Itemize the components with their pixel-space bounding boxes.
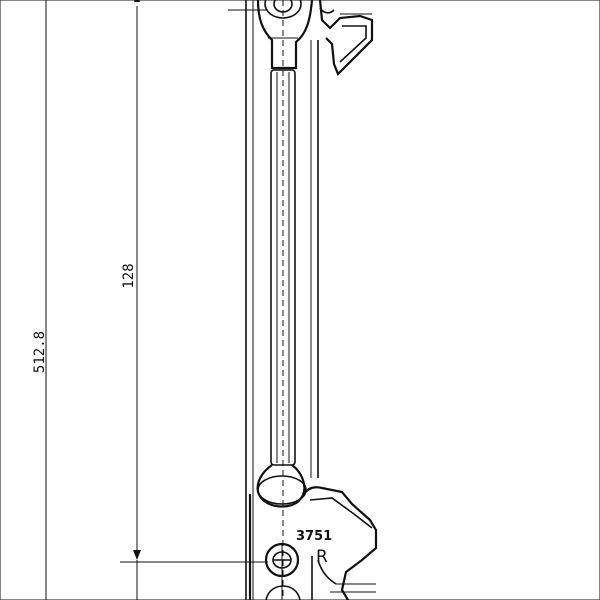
- inner-dimension: 128: [121, 0, 141, 560]
- side-marker: R: [316, 547, 328, 567]
- bottom-screw: [264, 542, 300, 600]
- overall-dimension-label: 512.8: [32, 331, 48, 373]
- bottom-plate: [248, 486, 378, 600]
- bottom-knuckle: [256, 464, 307, 508]
- hinge-body: [245, 0, 319, 600]
- extension-lines: [120, 9, 268, 563]
- center-strut: [270, 0, 296, 600]
- overall-dimension: 512.8: [32, 0, 48, 600]
- top-bracket: [318, 0, 374, 76]
- top-knuckle: [256, 0, 314, 70]
- inner-dimension-label: 128: [121, 263, 137, 288]
- bottom-edge-screw: [265, 585, 301, 600]
- part-number: 3751: [296, 529, 332, 544]
